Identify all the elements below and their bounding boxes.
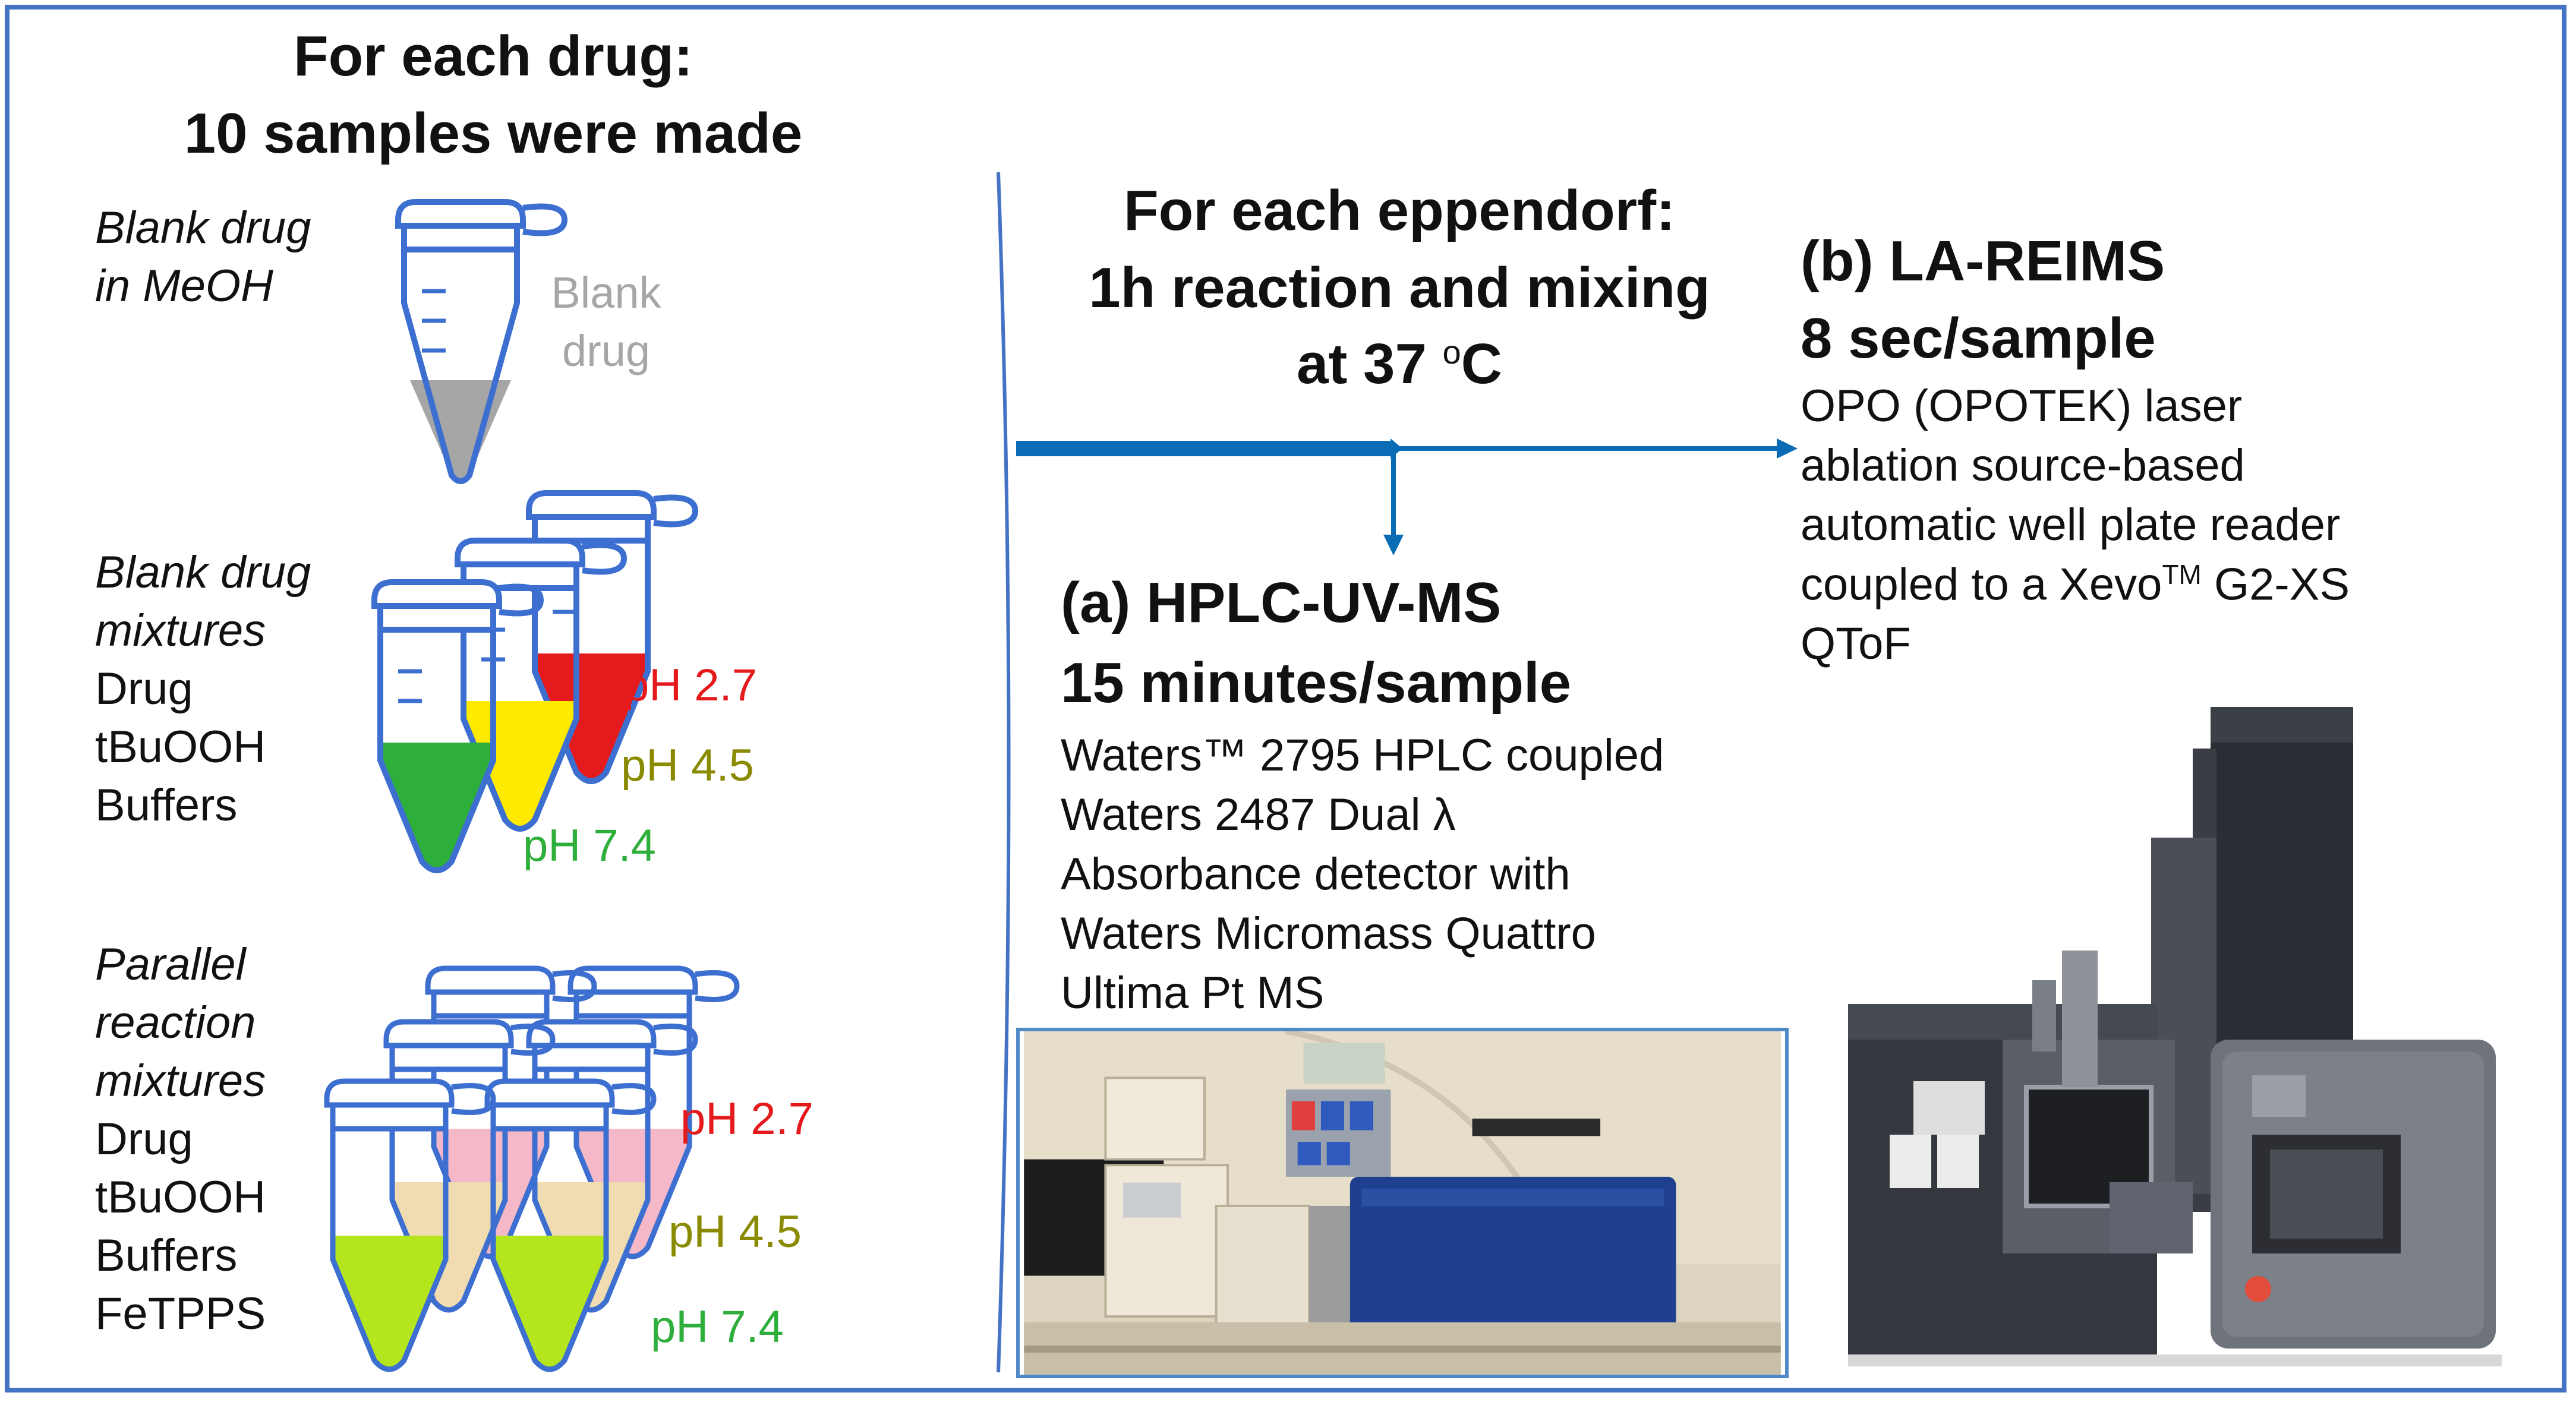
parallel-item-fetpps: FeTPPS (95, 1289, 266, 1339)
arrow-to-hplc-icon (1383, 535, 1404, 555)
hplc-subtitle: 15 minutes/sample (1061, 651, 1572, 715)
blank-label-line2: in MeOH (95, 261, 273, 311)
lareims-subtitle: 8 sec/sample (1801, 307, 2156, 370)
parallel-label-line2: reaction (95, 997, 256, 1048)
lareims-desc-line2: ablation source-based (1801, 440, 2245, 491)
center-title-line3-prefix: at 37 (1297, 332, 1443, 396)
hplc-desc-line2: Waters 2487 Dual λ (1061, 790, 1456, 840)
lareims-desc-line4-prefix: coupled to a Xevo (1801, 559, 2162, 610)
mixture-tube-ph74-icon (371, 579, 544, 873)
blank-label-line1: Blank drug (95, 203, 311, 253)
hplc-desc-line3: Absorbance detector with (1061, 849, 1571, 899)
center-title-line2: 1h reaction and mixing (1089, 256, 1710, 320)
lareims-desc-line1: OPO (OPOTEK) laser (1801, 381, 2243, 431)
mixtures-item-buffers: Buffers (95, 780, 238, 831)
parallel-ph74-label: pH 7.4 (651, 1302, 784, 1352)
parallel-label-line1: Parallel (95, 939, 246, 990)
parallel-item-tbuooh: tBuOOH (95, 1172, 266, 1223)
parallel-tube-front-right-icon (484, 1078, 657, 1372)
column-divider (997, 172, 1011, 1373)
mixtures-label-line2: mixtures (95, 605, 266, 656)
blank-tube-label-line1: Blank (551, 268, 661, 317)
lareims-desc-line5: QToF (1801, 618, 1911, 669)
lareims-title: (b) LA-REIMS (1801, 229, 2165, 293)
mixtures-ph45-label: pH 4.5 (621, 740, 754, 791)
left-title-line2: 10 samples were made (184, 102, 803, 165)
left-title-line1: For each drug: (293, 24, 693, 88)
mixture-tube-ph27-icon (526, 490, 699, 784)
hplc-title: (a) HPLC-UV-MS (1061, 571, 1502, 634)
xevo-qtof-instrument-photo (1848, 707, 2502, 1366)
center-title-line3-sup: o (1442, 333, 1461, 371)
parallel-tube-front-left-icon (324, 1078, 496, 1372)
center-title-line1: For each eppendorf: (1123, 179, 1676, 242)
blank-drug-tube-icon (395, 199, 568, 484)
parallel-ph45-label: pH 4.5 (669, 1207, 802, 1257)
parallel-item-drug: Drug (95, 1114, 193, 1164)
arrow-to-lareims-icon (1777, 438, 1798, 459)
parallel-ph27-label: pH 2.7 (680, 1094, 814, 1144)
blank-tube-label-line2: drug (562, 326, 651, 375)
parallel-label-line3: mixtures (95, 1056, 266, 1106)
hplc-desc-line5: Ultima Pt MS (1061, 968, 1325, 1018)
center-title-line3: at 37 oC (1034, 331, 1765, 397)
workflow-arrows (1016, 438, 1798, 555)
hplc-desc-line4: Waters Micromass Quattro (1061, 908, 1596, 959)
hplc-desc-line1: Waters™ 2795 HPLC coupled (1061, 730, 1664, 781)
lareims-desc-line3: automatic well plate reader (1801, 500, 2341, 550)
mixtures-ph74-label: pH 7.4 (523, 820, 656, 871)
mixtures-label-line1: Blank drug (95, 547, 311, 598)
hplc-instrument-photo (1016, 1028, 1789, 1378)
lareims-desc-line4: coupled to a XevoTM G2-XS (1801, 558, 2350, 610)
center-title-line3-suffix: C (1461, 332, 1502, 396)
parallel-tube-mid-left-icon (383, 1019, 556, 1313)
mixtures-item-drug: Drug (95, 664, 193, 714)
mixtures-item-tbuooh: tBuOOH (95, 722, 266, 772)
diagram-border (5, 5, 2566, 1392)
parallel-item-buffers: Buffers (95, 1230, 238, 1281)
lareims-desc-line4-suffix: G2-XS (2201, 559, 2350, 610)
lareims-desc-line4-sup: TM (2162, 559, 2202, 590)
mixtures-ph27-label: pH 2.7 (624, 660, 757, 711)
